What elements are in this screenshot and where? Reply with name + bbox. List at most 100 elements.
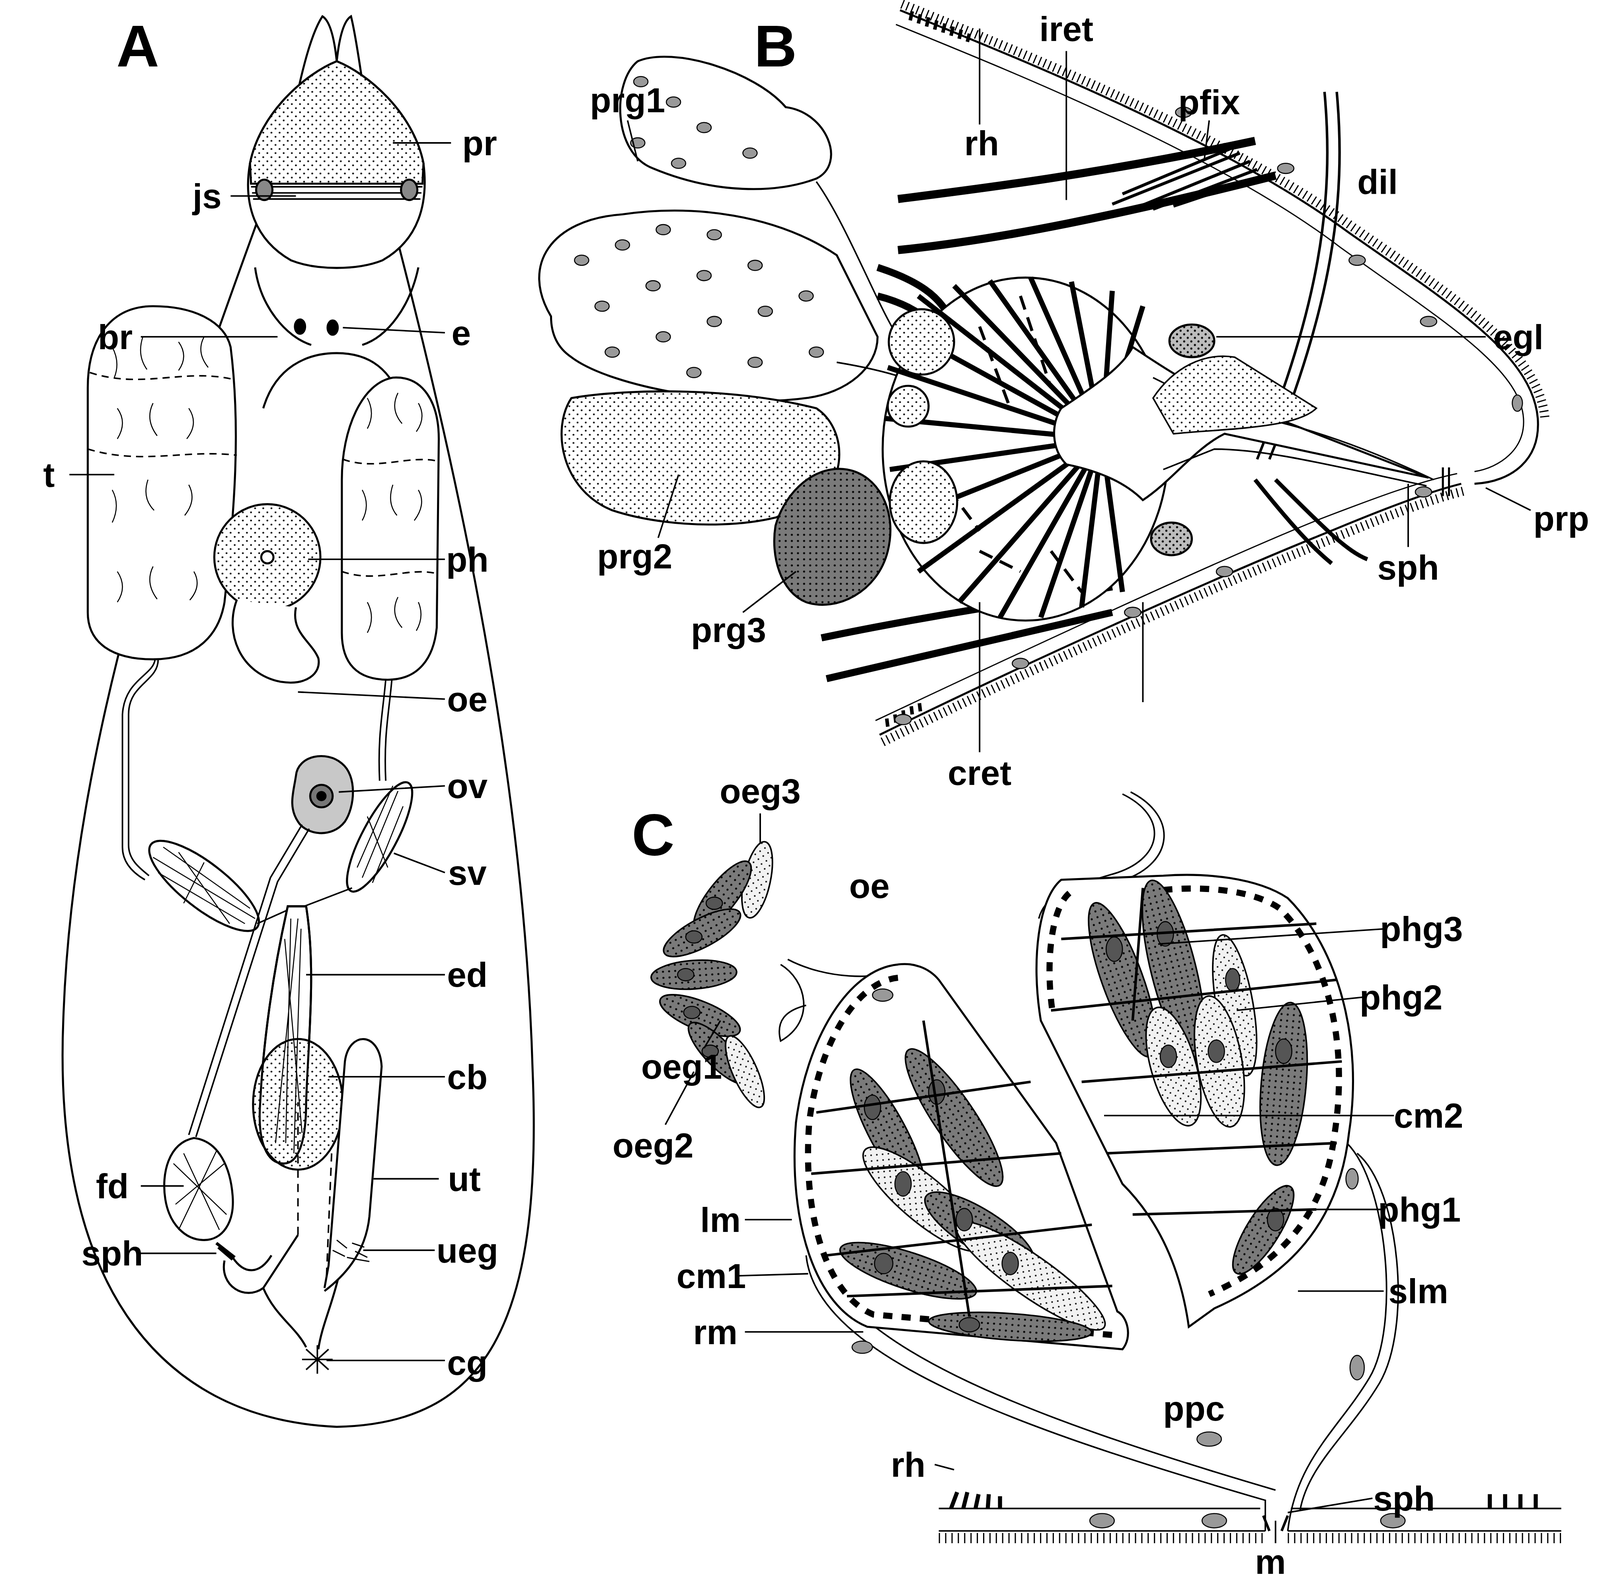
gland-nuclei [864,1094,881,1120]
radial-muscles [811,887,1342,1317]
pharyngeal-glands [834,1231,982,1311]
part-label: pr [462,125,497,160]
gland-nuclei [683,1006,701,1019]
part-label: m [1254,1543,1286,1579]
bulb-vesicle [887,385,929,427]
ovary-nucleus [310,784,333,808]
dilator-muscle [1254,479,1368,564]
gland-nuclei [707,229,722,240]
pharynx [214,504,321,611]
ovary-nucleolus [317,792,326,801]
oesophageal-glands [649,957,738,992]
epidermal-nuclei [1201,1513,1227,1528]
panel-c [649,792,1561,1538]
pharyngeal-glands [1254,1000,1314,1168]
part-label: oe [848,868,890,904]
muscle-layer [1049,888,1339,1294]
gland-nuclei [874,1253,893,1274]
retractor-muscle [897,140,1276,250]
gland-nuclei [615,240,630,251]
part-label: sph [1373,1480,1435,1516]
epidermal-nuclei [872,989,893,1002]
pharyngeal-glands [927,1307,1093,1346]
gland-nuclei [666,97,681,108]
gland-nuclei [707,316,722,327]
part-label: e [451,315,472,350]
epidermal-nuclei [1216,566,1233,577]
sperm-hairs [362,392,422,633]
gland-nuclei [677,897,1292,1332]
part-label: cm2 [1393,1098,1464,1133]
part-label: ov [446,768,488,804]
ejaculatory-gland [1151,522,1193,556]
part-label: fd [95,1168,129,1204]
gland-nuclei [696,122,712,133]
part-label: oeg3 [719,773,801,809]
part-label: ppc [1162,1391,1225,1426]
gland-nuclei [1160,1045,1177,1068]
ovary [292,756,354,834]
testis-septa [87,372,237,457]
part-label: ed [446,957,488,992]
bulb-lumen [1053,347,1429,501]
gland-nuclei [677,968,694,981]
epidermal-nuclei [894,714,912,725]
part-label: rh [890,1447,926,1482]
part-label: cm1 [676,1258,746,1294]
pharyngeal-glands [1185,992,1253,1131]
epidermis [938,1508,1562,1531]
gland-nuclei [959,1317,980,1332]
genital-canal [223,1235,339,1350]
epidermal-nuclei [1346,1168,1359,1189]
sperm-hairs [112,336,209,603]
junction-septum [251,186,423,200]
genital-canal-dashed [298,1102,332,1276]
part-label: prg3 [690,612,767,647]
part-label: dil [1357,164,1398,200]
gland-nuclei [685,930,703,943]
oesophageal-glands [657,899,747,966]
part-label: oe [446,681,488,717]
gland-nuclei [671,158,686,169]
gland-nuclei [686,367,701,378]
female-duct [164,1137,233,1240]
epidermal-nuclei [1089,1513,1115,1528]
gland-nuclei [1106,936,1123,962]
leader-lines [69,28,1531,1544]
epidermal-nuclei [1350,1355,1365,1380]
gland-nuclei [706,897,723,910]
part-label: ueg [436,1232,499,1268]
vesicle-fibres [153,846,256,924]
common-gonopore [302,1344,333,1374]
gland-nuclei [645,280,661,291]
proboscis-stipple [249,61,424,184]
leader-lines [627,28,1531,753]
prostatic-gland [774,468,891,605]
sphincter [1442,467,1449,496]
part-label: prp [1533,501,1589,536]
part-label: ph [446,542,489,577]
panel-letter: C [631,805,675,865]
part-label: cg [446,1344,488,1380]
leader-lines [69,142,451,1361]
seminal-vesicle [137,826,272,945]
epidermal-nuclei [1415,486,1432,498]
gland-nuclei [1002,1252,1019,1275]
epidermal-nuclei [1420,316,1437,327]
pharyngeal-glands [1222,1177,1304,1282]
part-label: lm [700,1202,741,1238]
gland-nuclei [595,300,610,312]
gland-nuclei [574,76,824,378]
part-label: oeg1 [641,1049,722,1084]
gland-nuclei [956,1208,973,1231]
epidermal-nuclei [1124,607,1141,618]
part-label: sph [81,1235,144,1271]
oesophagus [232,600,319,683]
part-label: phg2 [1359,979,1443,1015]
gland-nuclei [656,331,671,342]
septum-nucleus [401,179,418,200]
testis [87,306,236,660]
duct-fibres [173,1151,227,1230]
bulb-vesicle [888,309,955,375]
